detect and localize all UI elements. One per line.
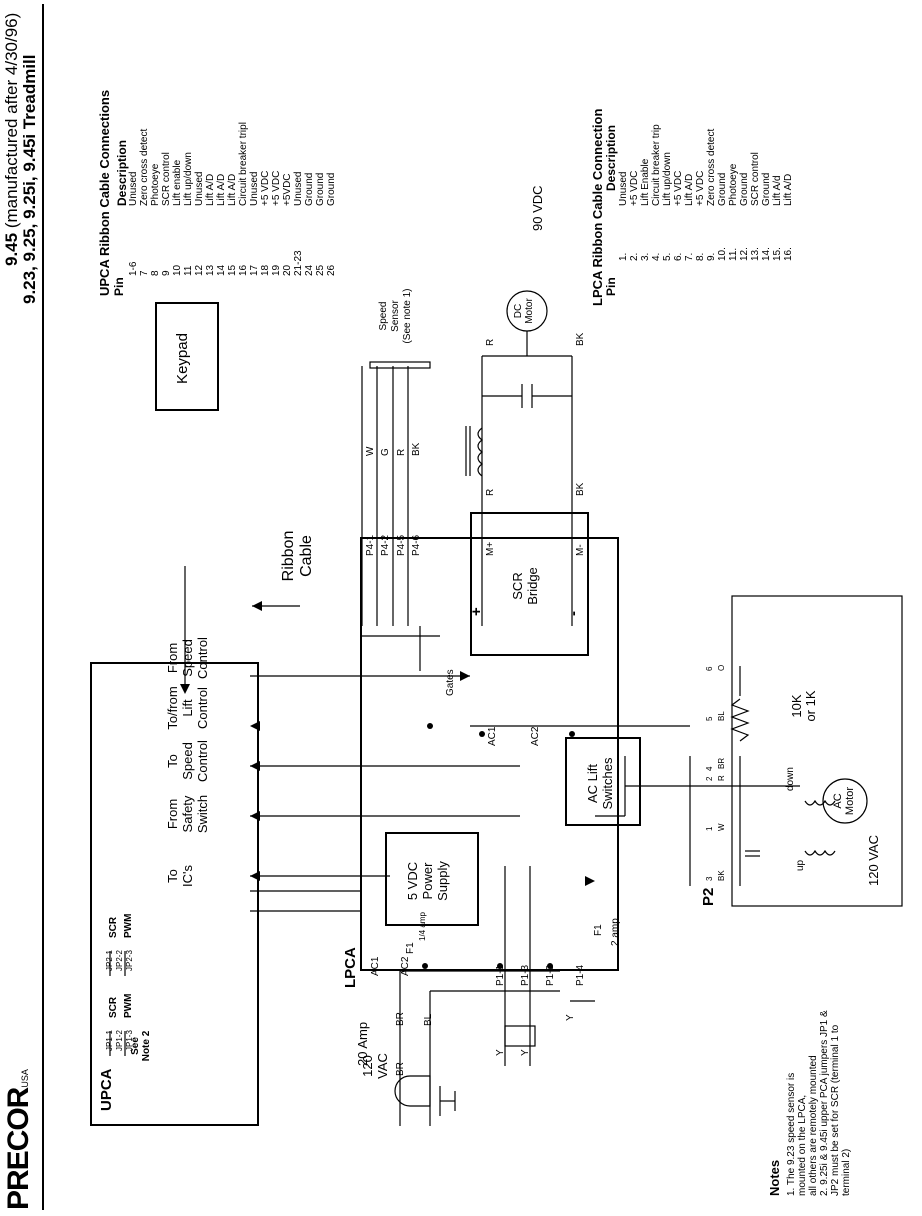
jp1-2: JP1-2 <box>115 1030 124 1051</box>
p2-color-r: R <box>717 775 726 781</box>
p2-pin-2: 2 <box>705 776 714 781</box>
wire-r-motor: R <box>485 488 496 496</box>
vac120-motor-label: 120 VAC <box>866 834 881 886</box>
jp2-scr: SCR <box>108 916 119 938</box>
fuse-small-label: F1 <box>405 942 416 954</box>
jp1-pwm: PWM <box>123 993 134 1018</box>
jp1-3: JP1-3 <box>125 1030 134 1051</box>
p4-5-label: P4-5 <box>396 534 407 556</box>
p2-pin-6: 6 <box>705 666 714 671</box>
wire-r-sensor: R <box>396 448 407 456</box>
jp2-3: JP2-3 <box>125 950 134 971</box>
p2-pin-4: 4 <box>705 766 714 771</box>
jp2-pwm: PWM <box>123 913 134 938</box>
upca-label: UPCA <box>98 1068 115 1111</box>
p2-color-o: O <box>717 664 726 671</box>
vdc90-label: 90 VDC <box>530 185 545 231</box>
fuse-big-label: F1 <box>593 924 604 936</box>
p4-1-label: P4-1 <box>365 534 376 556</box>
p2-pin-1: 1 <box>705 826 714 831</box>
p2-color-w: W <box>717 823 726 831</box>
p4-6-label: P4-6 <box>411 534 422 556</box>
wire-br-plug: BR <box>395 1062 406 1076</box>
wire-g: G <box>380 448 391 456</box>
p2-color-bl: BL <box>717 711 726 721</box>
scr-minus: - <box>565 611 582 616</box>
jp2-2: JP2-2 <box>115 950 124 971</box>
wire-br: BR <box>395 1012 406 1026</box>
m-plus-label: M+ <box>485 541 496 556</box>
wire-y-1: Y <box>495 1049 506 1056</box>
keypad-label: Keypad <box>174 333 191 384</box>
wire-y-2: Y <box>520 1049 531 1056</box>
gates-label: Gates <box>445 669 456 696</box>
p1-1-label: P1-1 <box>495 964 506 986</box>
p2-color-br: BR <box>717 757 726 769</box>
wire-y-3: Y <box>565 1014 576 1021</box>
motor-down-label: down <box>785 767 796 791</box>
jp1-1: JP1-1 <box>105 1030 114 1051</box>
ac2-label: AC2 <box>530 726 541 746</box>
ac2-in-label: AC2 <box>400 956 411 976</box>
motor-up-label: up <box>795 859 806 871</box>
p2-pin-3: 3 <box>705 876 714 881</box>
wire-r-dc: R <box>485 338 496 346</box>
wire-bk-motor: BK <box>575 482 586 496</box>
ac1-label: AC1 <box>487 726 498 746</box>
m-minus-label: M- <box>575 544 586 556</box>
p4-2-label: P4-2 <box>380 534 391 556</box>
lpca-label: LPCA <box>342 947 359 988</box>
fuse-small-rating: 1/4 amp <box>418 912 427 941</box>
wire-bl: BL <box>423 1013 434 1026</box>
p1-3-label: P1-3 <box>520 964 531 986</box>
p1-4-label: P1-4 <box>575 964 586 986</box>
p1-2-label: P1-2 <box>545 964 556 986</box>
ac1-in-label: AC1 <box>370 956 381 976</box>
p2-pin-5: 5 <box>705 716 714 721</box>
fuse-big-rating: 2 amp <box>610 918 621 946</box>
jp1-scr: SCR <box>108 996 119 1018</box>
jp2-1: JP2-1 <box>105 950 114 971</box>
p2-label: P2 <box>700 887 717 906</box>
wire-w: W <box>365 446 376 456</box>
wire-bk-sensor: BK <box>411 442 422 456</box>
wire-bk-dc: BK <box>575 332 586 346</box>
p2-color-bk: BK <box>717 870 726 881</box>
scr-plus: + <box>468 607 485 616</box>
